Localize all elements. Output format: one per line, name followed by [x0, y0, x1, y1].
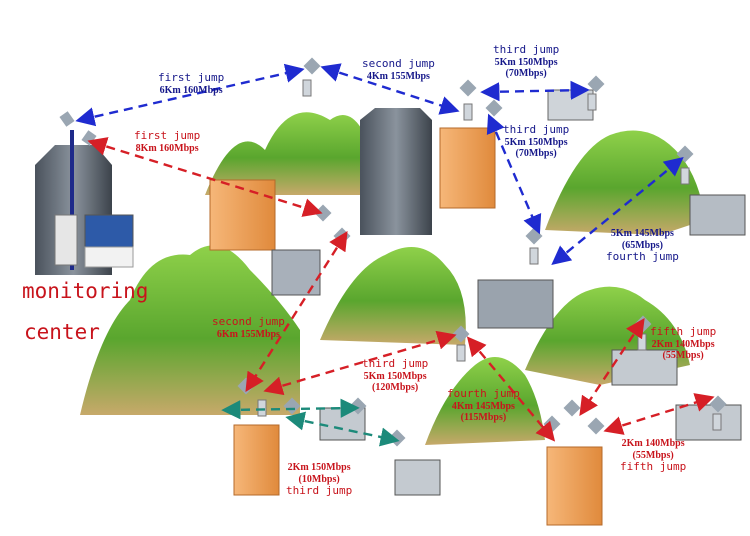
server-rack	[54, 214, 78, 266]
video-wall-base	[84, 246, 134, 268]
antenna-icon	[452, 325, 470, 362]
hill	[80, 245, 300, 415]
teal-link	[285, 411, 400, 447]
antenna-icon	[314, 204, 351, 245]
gray-building	[675, 404, 742, 441]
orange-building	[546, 446, 603, 526]
gray-tower	[360, 108, 432, 235]
gray-building	[394, 459, 441, 496]
antenna-icon	[59, 111, 97, 146]
orange-building	[209, 179, 276, 251]
teal-links	[221, 398, 400, 447]
blue-link	[75, 63, 305, 127]
link-label: 2Km 150Mbps (10Mbps) third jump	[286, 462, 353, 497]
antenna-icon	[525, 227, 543, 265]
monitoring-center-label: monitoring	[22, 279, 149, 303]
link-label: second jump 6Km 155Mbps	[212, 315, 285, 340]
hill	[320, 247, 466, 345]
red-links	[87, 137, 715, 442]
gray-building	[271, 249, 321, 296]
link-label: 2Km 140Mbps (55Mbps) fifth jump	[620, 438, 687, 473]
video-wall	[84, 214, 134, 248]
red-link	[263, 330, 457, 396]
blue-link	[551, 156, 684, 266]
monitoring-mast	[70, 130, 74, 270]
link-label: third jump 5Km 150Mbps (70Mbps)	[503, 123, 570, 160]
antenna-icon	[459, 79, 503, 121]
gray-building	[689, 194, 746, 236]
link-label: first jump 8Km 160Mbps	[134, 129, 201, 154]
link-label: second jump 4Km 155Mbps	[362, 57, 435, 82]
blue-link	[480, 80, 590, 102]
monitoring-center-label: center	[24, 320, 100, 344]
link-label: 5Km 145Mbps (65Mbps) fourth jump	[606, 228, 679, 263]
antenna-icon	[587, 75, 605, 111]
link-label: fifth jump 2Km 140Mbps (55Mbps)	[650, 325, 717, 362]
link-label: third jump 5Km 150Mbps (70Mbps)	[493, 43, 560, 80]
red-link	[579, 318, 645, 416]
red-link	[466, 336, 556, 442]
gray-building	[477, 279, 554, 329]
link-label: third jump 5Km 150Mbps (120Mbps)	[362, 357, 429, 394]
orange-building	[233, 424, 280, 496]
antenna-icon	[543, 399, 605, 435]
red-link	[603, 393, 715, 435]
orange-building	[439, 127, 496, 209]
antenna-icon	[302, 57, 321, 97]
blue-links	[75, 63, 684, 266]
red-link	[87, 137, 323, 217]
gray-building	[547, 89, 594, 121]
blue-link	[320, 63, 460, 115]
link-label: fourth jump 4Km 145Mbps (115Mbps)	[447, 387, 520, 424]
teal-link	[221, 398, 360, 420]
blue-link	[486, 113, 542, 235]
link-label: first jump 6Km 160Mbps	[158, 71, 225, 96]
